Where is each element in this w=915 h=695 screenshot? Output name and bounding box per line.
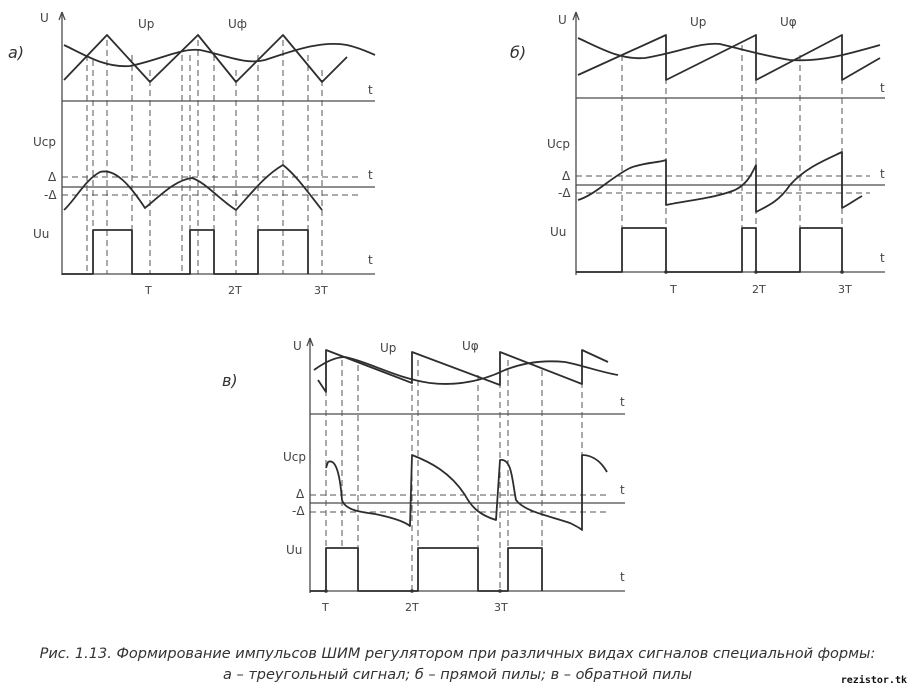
panel-a-sig1-label: Uр bbox=[138, 17, 154, 31]
panel-b-feedback-signal bbox=[577, 37, 881, 62]
panel-v-feedback-signal bbox=[313, 356, 619, 385]
panel-v-y-label: U bbox=[293, 339, 302, 353]
panel-a-sig2-label: Uф bbox=[228, 17, 247, 31]
panel-b: б) U Uр Uφ t Uср t Δ -Δ Uu bbox=[510, 11, 885, 296]
panel-b-bottom-t-label: t bbox=[880, 251, 885, 265]
panel-v-mid-signal bbox=[325, 454, 608, 531]
panel-b-tick-T: T bbox=[669, 283, 677, 296]
panel-v-reference-sawtooth bbox=[317, 349, 609, 393]
panel-a-bottom-t-label: t bbox=[368, 253, 373, 267]
panel-v-label: в) bbox=[222, 371, 238, 390]
panel-b-tick-2T: 2T bbox=[752, 283, 766, 296]
panel-v-pulse-train bbox=[310, 547, 543, 592]
panel-b-guides bbox=[621, 38, 843, 272]
panel-a: а) bbox=[8, 11, 376, 297]
panel-b-sig1-label: Uр bbox=[690, 15, 706, 29]
panel-v-y-arrow bbox=[309, 337, 314, 347]
panel-b-y-arrow bbox=[572, 11, 577, 21]
panel-b-tick-dot bbox=[754, 270, 758, 274]
panel-b-mid-signal bbox=[577, 151, 863, 213]
panel-b-label: б) bbox=[510, 43, 526, 62]
panel-a-neg-delta-label: -Δ bbox=[44, 188, 57, 202]
panel-a-pulse-train bbox=[62, 229, 309, 275]
panel-v-tick-3T: 3T bbox=[494, 601, 508, 614]
watermark: rezistor.tk bbox=[840, 675, 907, 686]
panel-a-mid-t-label: t bbox=[368, 168, 373, 182]
panel-b-y-label: U bbox=[558, 13, 567, 27]
panel-b-delta-label: Δ bbox=[562, 169, 571, 183]
panel-b-sig2-label: Uφ bbox=[780, 15, 797, 29]
panel-v-sig2-label: Uφ bbox=[462, 339, 479, 353]
panel-a-y-label: U bbox=[40, 11, 49, 25]
panel-v-bottom-y-label: Uu bbox=[286, 543, 302, 557]
panel-v-tick-2T: 2T bbox=[405, 601, 419, 614]
panel-v-guides bbox=[325, 350, 583, 591]
panel-a-delta-label: Δ bbox=[48, 170, 57, 184]
panel-b-tick-dot bbox=[840, 270, 844, 274]
panel-a-tick-3T: 3T bbox=[314, 284, 328, 297]
panel-b-tick-3T: 3T bbox=[838, 283, 852, 296]
panel-v-sig1-label: Up bbox=[380, 341, 396, 355]
panel-a-tick-2T: 2T bbox=[228, 284, 242, 297]
panel-v-top-t-label: t bbox=[620, 395, 625, 409]
panel-v-mid-y-label: Ucp bbox=[283, 450, 306, 464]
panel-v-tick-T: T bbox=[321, 601, 329, 614]
panel-v-tick-dot bbox=[324, 589, 328, 593]
panel-v-tick-dot bbox=[410, 589, 414, 593]
panel-a-feedback-signal bbox=[63, 42, 376, 68]
panel-b-mid-y-label: Uср bbox=[547, 137, 570, 151]
panel-a-tick-T: T bbox=[144, 284, 152, 297]
panel-a-y-arrow bbox=[61, 11, 66, 21]
panel-v-y-arrow bbox=[306, 337, 311, 347]
panel-a-reference-triangle bbox=[63, 34, 348, 83]
panel-v-delta-label: Δ bbox=[296, 487, 305, 501]
panel-b-pulse-train bbox=[576, 227, 843, 273]
panel-v: в) U Up Uφ t Ucp bbox=[222, 337, 625, 614]
panel-a-mid-y-label: Uср bbox=[33, 135, 56, 149]
panel-a-bottom-y-label: Uu bbox=[33, 227, 49, 241]
panel-b-y-arrow bbox=[575, 11, 580, 21]
panel-a-y-arrow bbox=[58, 11, 63, 21]
panel-a-top-t-label: t bbox=[368, 83, 373, 97]
panel-b-top-t-label: t bbox=[880, 81, 885, 95]
figure-caption-line1: Рис. 1.13. Формирование импульсов ШИМ ре… bbox=[39, 646, 876, 662]
figure-caption-line2: а – треугольный сигнал; б – прямой пилы;… bbox=[222, 667, 693, 683]
panel-b-tick-dot bbox=[664, 270, 668, 274]
panel-b-mid-t-label: t bbox=[880, 167, 885, 181]
panel-b-neg-delta-label: -Δ bbox=[558, 186, 571, 200]
panel-a-label: а) bbox=[8, 43, 24, 62]
panel-v-neg-delta-label: -Δ bbox=[292, 504, 305, 518]
panel-b-reference-sawtooth bbox=[577, 34, 881, 81]
pwm-figure: а) bbox=[8, 11, 885, 614]
panel-a-guides bbox=[86, 40, 323, 274]
panel-v-tick-dot bbox=[498, 589, 502, 593]
panel-v-mid-t-label: t bbox=[620, 483, 625, 497]
panel-v-bottom-t-label: t bbox=[620, 570, 625, 584]
panel-b-bottom-y-label: Uu bbox=[550, 225, 566, 239]
panel-a-mid-signal bbox=[63, 164, 323, 211]
